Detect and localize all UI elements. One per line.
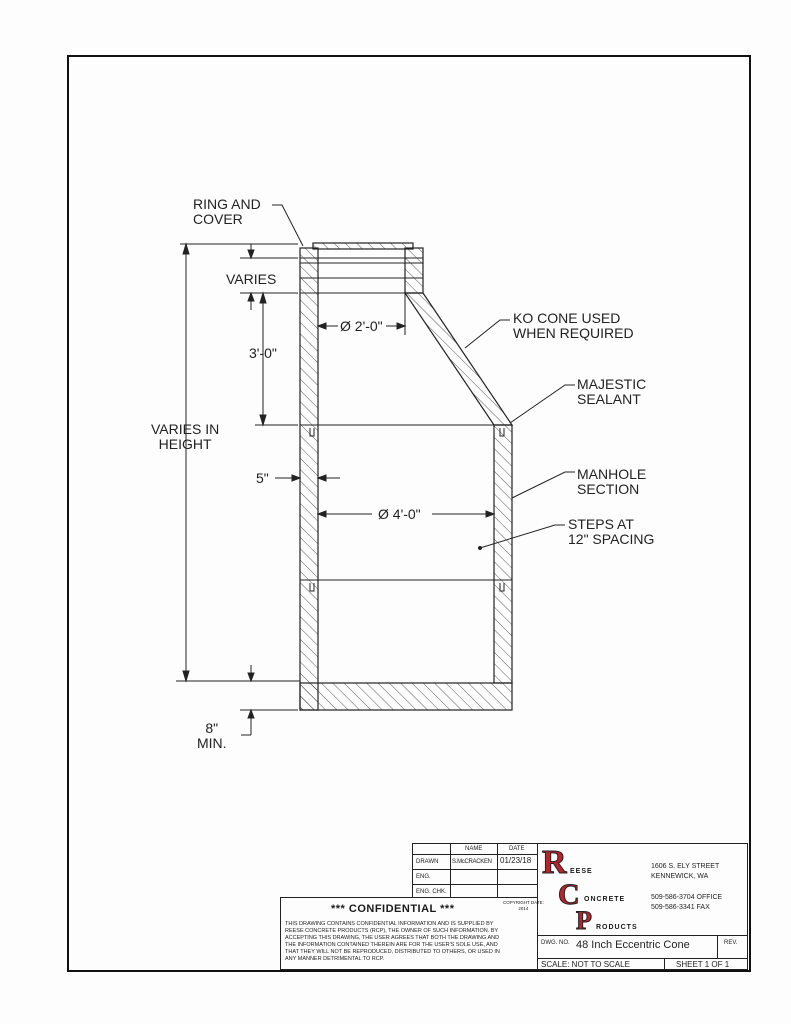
label-dia-4ft: Ø 4'-0" <box>378 506 421 522</box>
label-dia-2ft: Ø 2'-0" <box>340 318 383 334</box>
label-varies: VARIES <box>226 271 277 287</box>
label-5in: 5" <box>256 470 269 486</box>
ring-cover <box>312 242 414 250</box>
right-ring <box>404 247 424 294</box>
signoff-table: NAME DATE DRAWN S.McCRACKEN 01/23/18 ENG… <box>412 843 538 898</box>
left-wall <box>299 247 319 711</box>
company-block: R EESE C ONCRETE P RODUCTS 1606 S. ELY S… <box>537 843 748 970</box>
ko-cone-wall <box>403 292 514 426</box>
label-8in-min: 8"MIN. <box>197 720 227 751</box>
right-wall <box>493 424 513 684</box>
drawing-border <box>67 55 751 972</box>
confidential-notice: *** CONFIDENTIAL *** COPYRIGHT DATE:2014… <box>280 897 544 970</box>
rcp-logo: R EESE C ONCRETE P RODUCTS <box>542 844 638 935</box>
base-slab <box>299 682 513 711</box>
label-3ft: 3'-0" <box>249 345 277 361</box>
